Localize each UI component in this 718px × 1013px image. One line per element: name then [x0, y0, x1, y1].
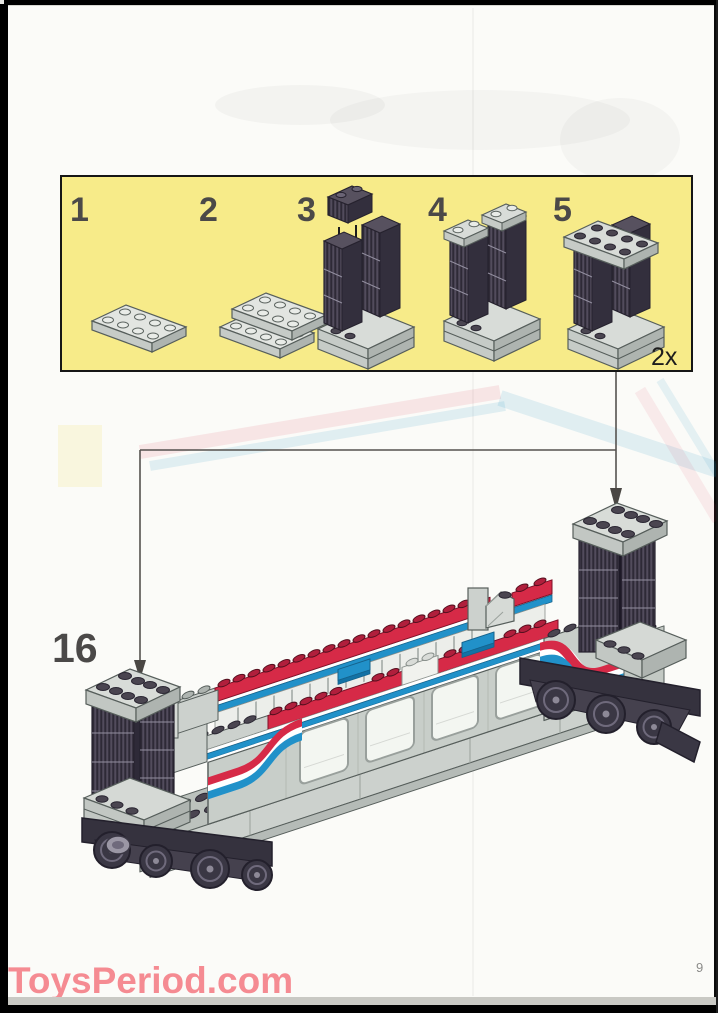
tower-base-plates	[594, 621, 688, 679]
substep-piece-illustrations	[91, 185, 665, 370]
connector-lines	[139, 372, 617, 664]
left-bogie	[81, 817, 273, 891]
tower-top-plate	[84, 668, 182, 723]
wheel	[139, 844, 173, 878]
wheel	[586, 694, 626, 734]
right-bogie	[519, 657, 701, 764]
substep-number-4: 4	[428, 191, 447, 229]
step5-piece	[562, 215, 665, 370]
scan-bottom-shadow	[8, 997, 718, 1005]
wheel	[536, 680, 576, 720]
blue-tile	[461, 631, 495, 658]
down-arrow-icon	[134, 660, 146, 680]
blue-tile	[337, 658, 371, 685]
substep-number-5: 5	[553, 191, 572, 229]
scan-border-right	[716, 0, 718, 1013]
scan-border-bottom	[0, 1005, 718, 1013]
scan-corner-speck	[0, 0, 4, 4]
tower-top-plate	[571, 502, 669, 557]
right-tower-assembly	[571, 502, 688, 679]
step4-piece	[442, 203, 541, 362]
step3-piece	[317, 185, 415, 370]
substep-number-2: 2	[199, 191, 218, 229]
coupler-arm	[655, 720, 701, 764]
left-tower-assembly	[82, 668, 192, 843]
main-step-number: 16	[52, 625, 98, 671]
scan-border-left	[0, 0, 8, 1013]
window	[299, 653, 543, 785]
scan-edge-line	[8, 5, 714, 6]
wheel	[241, 859, 273, 891]
step1-piece	[91, 304, 187, 353]
step2-piece	[219, 292, 327, 359]
top-plates	[442, 203, 528, 248]
train-illustration	[81, 502, 701, 891]
bridging-plate	[562, 220, 660, 270]
scan-border-top	[0, 0, 718, 5]
floating-brick	[326, 185, 374, 224]
magnet-coupling	[105, 835, 131, 855]
page-number: 9	[696, 960, 704, 975]
substep-number-3: 3	[297, 191, 316, 229]
left-wave-stripes	[208, 718, 303, 800]
quantity-label: 2x	[651, 343, 678, 371]
substep-number-1: 1	[70, 191, 89, 229]
roof-slope-piece	[467, 587, 515, 631]
ghost-print	[58, 90, 718, 524]
watermark-text: ToysPeriod.com	[8, 960, 294, 1001]
down-arrow-icon	[610, 488, 622, 510]
near-wall	[191, 633, 559, 825]
wheel	[190, 849, 230, 889]
roof-red-row	[177, 577, 553, 715]
